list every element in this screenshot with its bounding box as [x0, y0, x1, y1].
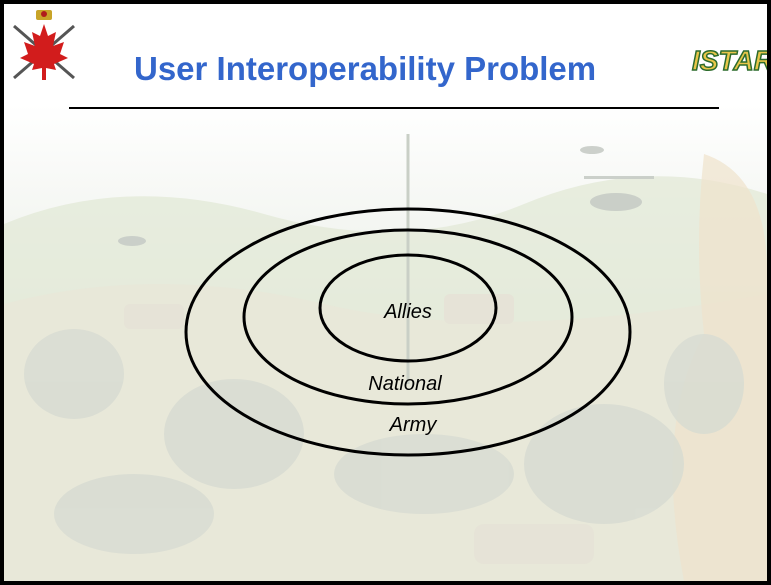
ring-national [242, 228, 574, 406]
label-national: National [368, 373, 442, 395]
title-underline [69, 107, 719, 109]
logo-text: ISTAR [692, 45, 770, 76]
background-illustration [4, 104, 767, 581]
label-allies: Allies [383, 301, 432, 323]
ring-army [184, 207, 632, 457]
istar-logo: ISTAR [691, 44, 770, 77]
page-title: User Interoperability Problem [134, 50, 597, 87]
label-army: Army [389, 414, 438, 436]
interoperability-diagram: Allies National Army [184, 207, 632, 457]
maple-leaf-crest-icon [13, 10, 75, 80]
ring-allies [318, 253, 498, 363]
